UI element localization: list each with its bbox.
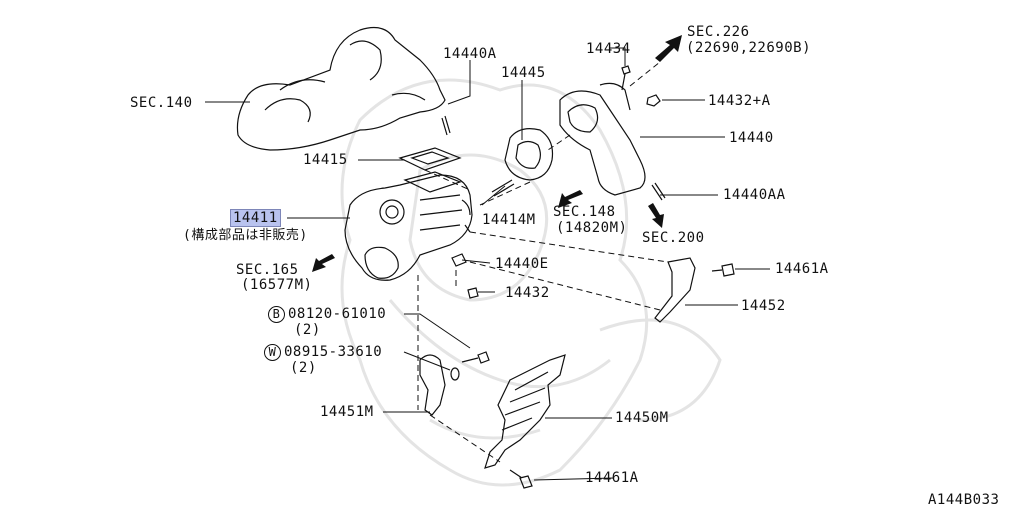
label-14461a-bottom: 14461A xyxy=(585,470,639,486)
exhaust-manifold xyxy=(236,27,446,151)
arrow-sec226 xyxy=(655,35,682,62)
direction-arrows xyxy=(312,35,682,272)
bracket-14440e xyxy=(451,253,467,267)
heat-shield-14450m xyxy=(484,354,566,469)
label-14411[interactable]: 14411 xyxy=(230,209,281,227)
label-sec226: SEC.226 xyxy=(687,24,750,40)
label-sec140: SEC.140 xyxy=(130,95,193,111)
diagram-id: A144B033 xyxy=(928,492,1000,508)
label-14434: 14434 xyxy=(586,41,631,57)
arrow-sec200 xyxy=(648,203,664,228)
label-14440e: 14440E xyxy=(495,256,549,272)
label-14461a-top: 14461A xyxy=(775,261,829,277)
label-14414m: 14414M xyxy=(482,212,536,228)
label-14440aa: 14440AA xyxy=(723,187,786,203)
leader-lines xyxy=(205,47,770,481)
marker-b: B xyxy=(268,306,285,323)
gasket-14415 xyxy=(398,147,462,171)
label-14432: 14432 xyxy=(505,285,550,301)
label-sec148: SEC.148 xyxy=(553,204,616,220)
gasket-14445 xyxy=(504,128,554,181)
part-drawings xyxy=(236,27,735,489)
label-bolt-08120-code: 08120-61010 xyxy=(288,306,387,322)
label-14445: 14445 xyxy=(501,65,546,81)
nut-14432a xyxy=(646,94,661,107)
label-14450m: 14450M xyxy=(615,410,669,426)
bolt-08120 xyxy=(461,351,490,364)
label-bolt-08120-qty: (2) xyxy=(294,322,321,338)
label-14440: 14440 xyxy=(729,130,774,146)
label-sec165-sub: (16577M) xyxy=(241,277,313,293)
label-14432a: 14432+A xyxy=(708,93,771,109)
label-14415: 14415 xyxy=(303,152,348,168)
nut-14432 xyxy=(467,287,479,299)
arrow-sec165 xyxy=(312,254,335,272)
label-14440a: 14440A xyxy=(443,46,497,62)
turbine-outlet-14440 xyxy=(559,82,646,196)
dashed-assembly-lines xyxy=(417,61,669,463)
bolt-14461a-bottom xyxy=(509,469,533,489)
bolt-14461a-top xyxy=(711,263,735,277)
marker-w: W xyxy=(264,344,281,361)
label-14411-note: (構成部品は非販売) xyxy=(183,228,308,243)
label-washer-08915-code: 08915-33610 xyxy=(284,344,383,360)
label-washer-08915-qty: (2) xyxy=(290,360,317,376)
label-14452: 14452 xyxy=(741,298,786,314)
turbocharger-14411 xyxy=(344,171,473,281)
arrow-sec148 xyxy=(558,190,583,208)
stud-14414m xyxy=(491,179,515,197)
label-sec148-sub: (14820M) xyxy=(556,220,628,236)
label-sec165: SEC.165 xyxy=(236,262,299,278)
label-14451m: 14451M xyxy=(320,404,374,420)
stud-14440aa xyxy=(651,182,666,201)
washer-08915 xyxy=(450,367,460,381)
bracket-14452 xyxy=(654,257,696,323)
bolt-14434 xyxy=(621,65,631,91)
bracket-14451m xyxy=(419,354,446,416)
label-sec226-sub: (22690,22690B) xyxy=(686,40,812,56)
label-sec200: SEC.200 xyxy=(642,230,705,246)
stud-14440a xyxy=(441,115,451,136)
